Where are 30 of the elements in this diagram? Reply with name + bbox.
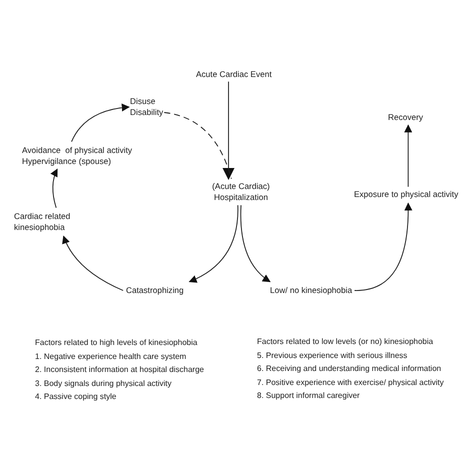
list-item: 7. Positive experience with exercise/ physical activity xyxy=(257,378,444,386)
node-label: Low/ no kinesiophobia xyxy=(270,285,352,296)
arrow xyxy=(188,204,238,282)
node-label: Hypervigilance (spouse) xyxy=(22,156,112,167)
arrow xyxy=(71,104,130,142)
node-label: Recovery xyxy=(388,112,424,123)
list-item: 3. Body signals during physical activity xyxy=(35,378,172,388)
node-label: (Acute Cardiac) Hospitalization xyxy=(211,181,271,203)
list-item: 4. Passive coping style xyxy=(35,392,116,401)
node-label: Exposure to physical activity xyxy=(354,189,458,200)
list-item: 2. Inconsistent information at hospital discharge xyxy=(35,365,204,374)
dashed-connector xyxy=(164,112,232,180)
node-label: Acute Cardiac Event xyxy=(196,69,272,80)
list-item: 8. Support informal caregiver xyxy=(257,391,360,400)
arrow xyxy=(62,236,124,291)
arrow xyxy=(222,81,235,180)
node-label: Cardiac related kinesiophobia xyxy=(14,211,72,233)
list-item: 1. Negative experience health care system xyxy=(35,352,186,360)
list-item: 5. Previous experience with serious illness xyxy=(257,350,408,360)
list-item: 6. Receiving and understanding medical information xyxy=(257,364,442,373)
list-heading: Factors related to high levels of kinesiophobia xyxy=(35,338,198,347)
arrow xyxy=(404,124,412,188)
node-label: Disability xyxy=(130,107,164,118)
arrow xyxy=(240,204,271,282)
node-label: Avoidance of physical activity xyxy=(22,145,132,156)
list-heading: Factors related to low levels (or no) kinesiophobia xyxy=(257,337,434,346)
node-label: Catastrophizing xyxy=(126,285,184,296)
arrow xyxy=(50,168,58,208)
arrow xyxy=(354,202,412,291)
node-label: Disuse xyxy=(130,96,156,107)
